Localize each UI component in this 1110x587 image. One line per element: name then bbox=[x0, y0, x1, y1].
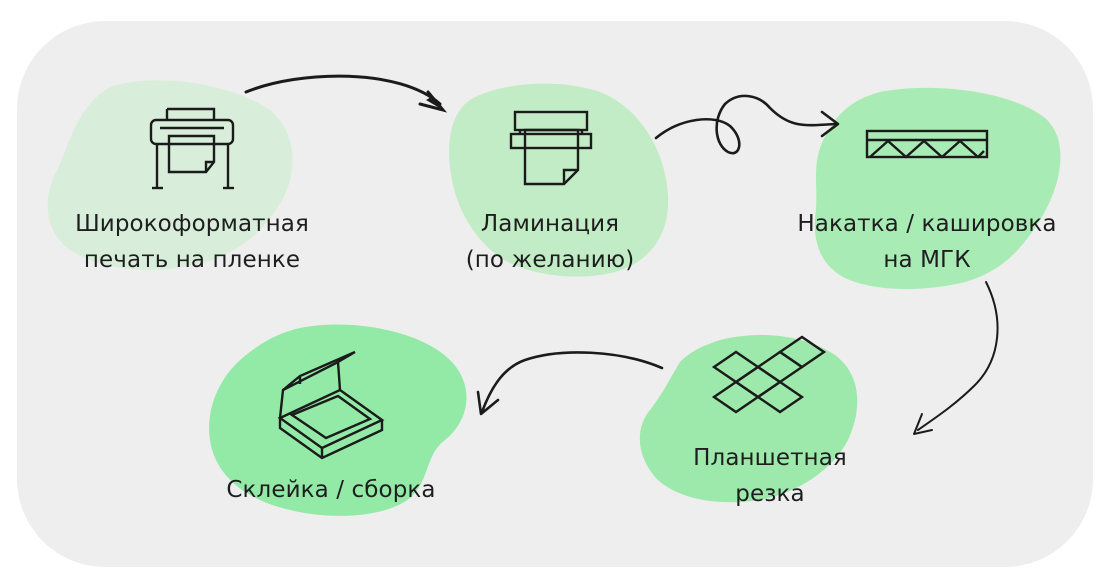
step-label-print-line-1: Широкоформатная bbox=[75, 211, 309, 237]
step-label-lamination-line-2: (по желанию) bbox=[465, 247, 635, 273]
step-label-cutting-line-2: резка bbox=[735, 481, 805, 507]
box-die-cut-icon bbox=[711, 335, 827, 414]
step-label-cutting: Планшетная резка bbox=[660, 440, 880, 512]
step-blob-cutting bbox=[639, 335, 858, 503]
step-label-print: Широкоформатная печать на пленке bbox=[52, 206, 332, 278]
step-blob-assembly bbox=[209, 324, 467, 516]
step-blob-print bbox=[47, 80, 293, 270]
arrow-print-to-lamination bbox=[244, 74, 448, 113]
step-label-lamination-line-1: Ламинация bbox=[480, 211, 620, 237]
step-label-assembly-line-1: Склейка / сборка bbox=[226, 477, 436, 503]
step-label-assembly: Склейка / сборка bbox=[196, 472, 466, 508]
arrow-cutting-to-assembly bbox=[476, 351, 664, 416]
step-label-lamination: Ламинация (по желанию) bbox=[430, 206, 670, 278]
step-label-print-line-2: печать на пленке bbox=[83, 247, 301, 273]
step-blob-lamination bbox=[449, 83, 669, 277]
arrow-mounting-to-cutting bbox=[913, 281, 999, 435]
step-label-cutting-line-1: Планшетная bbox=[693, 445, 847, 471]
step-label-mounting-line-1: Накатка / кашировка bbox=[797, 211, 1057, 237]
wide-format-printer-icon bbox=[149, 107, 235, 190]
corrugated-board-icon bbox=[865, 129, 989, 159]
laminator-icon bbox=[509, 110, 593, 186]
open-box-icon bbox=[277, 350, 385, 460]
step-blob-mounting bbox=[814, 87, 1061, 290]
arrow-lamination-to-mounting bbox=[654, 94, 840, 155]
step-label-mounting-line-2: на МГК bbox=[883, 247, 971, 273]
step-label-mounting: Накатка / кашировка на МГК bbox=[778, 206, 1076, 278]
